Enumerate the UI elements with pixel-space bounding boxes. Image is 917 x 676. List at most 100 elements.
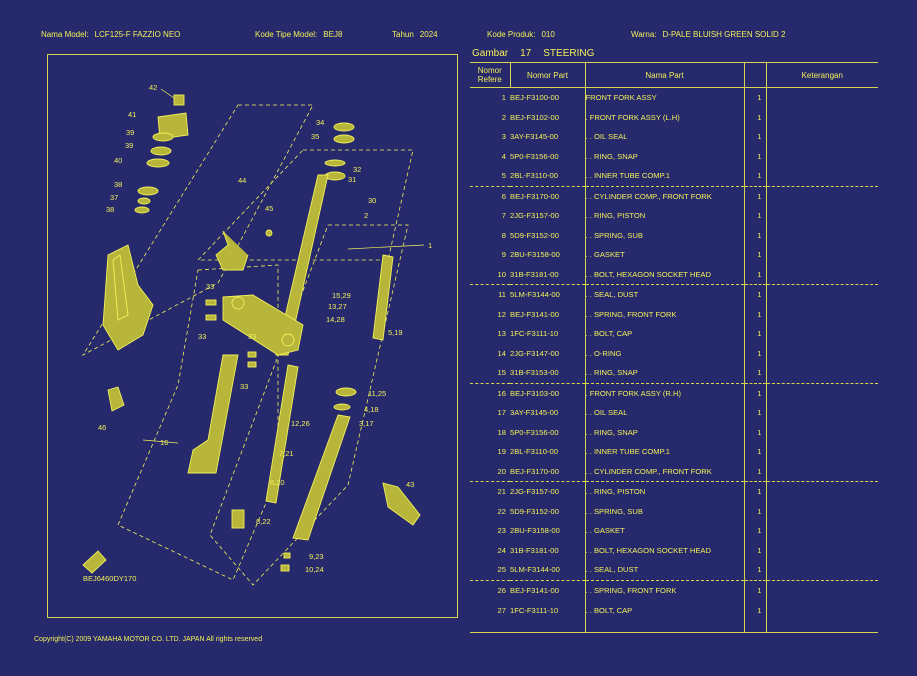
color-label: Warna: [631,30,657,39]
cell-ref-number: 10 [497,269,506,279]
cell-ref-number: 20 [497,466,506,476]
leader-42 [160,88,175,99]
cell-remarks [765,501,878,521]
cell-remarks [765,560,878,580]
cell-remarks [765,461,878,482]
callout: 42 [149,83,157,92]
cell-part-name: . . INNER TUBE COMP.1 [584,442,744,462]
part-37 [137,197,151,205]
cell-quantity: 1 [743,560,766,580]
cell-part-number: 5LM-F3144-00 [510,284,585,305]
cell-remarks [765,225,878,245]
cell-quantity: 1 [743,264,766,285]
callout: 39 [126,128,134,137]
part-42 [173,94,185,106]
fork-spring-left [265,364,299,504]
cell-remarks [765,304,878,324]
part-38b [134,206,150,214]
callout: 14,28 [326,315,345,324]
cell-quantity: 1 [743,442,766,462]
part-40 [146,158,170,168]
cell-part-number: 31B-F3181-00 [510,545,559,555]
year-value: 2024 [419,30,438,39]
cell-part-number: 3AY-F3145-00 [510,408,559,418]
callout: 35 [311,132,319,141]
part-39a [152,132,174,142]
part-8-22 [231,509,245,529]
part-39b [150,146,172,156]
cell-ref-number: 6 [470,185,510,206]
cell-ref-number: 3 [501,132,506,142]
model-type-label: Kode Tipe Model: [255,30,318,39]
cell-remarks [765,127,878,147]
part-4-18 [333,403,351,411]
cell-ref-number: 1 [501,93,506,103]
fork-lower-left [187,354,239,474]
cell-quantity: 1 [743,206,766,226]
cell-part-number: 1FC-F3111-10 [510,329,559,339]
cell-quantity: 1 [743,579,766,600]
section-label: Gambar [472,48,509,59]
exploded-diagram: BEJ6460DY170 42 41 39 39 40 38 37 38 44 … [47,54,458,618]
cell-part-number: 2BL-F3110-00 [510,447,558,457]
model-name-value: LCF125-F FAZZIO NEO [94,30,181,39]
part-10-24 [280,564,290,572]
callout: 16 [160,438,168,447]
cell-part-number: 5LM-F3144-00 [510,565,560,575]
cell-part-name: . . SPRING, FRONT FORK [584,304,744,324]
fork-bracket-rib [112,254,129,321]
callout: 5,19 [388,328,403,337]
bracket-boss-left [231,296,245,310]
cell-part-name: . . SPRING, FRONT FORK [584,579,744,600]
cell-remarks [765,422,878,442]
diagram-code: BEJ6460DY170 [83,574,136,583]
cell-quantity: 1 [743,127,766,147]
cell-remarks [765,481,878,502]
callout: 11,25 [368,389,386,398]
cell-part-number: BEJ-F3102-00 [510,112,559,122]
callout: 15,29 [332,291,351,300]
cell-quantity: 1 [743,363,766,383]
direction-arrow-icon [82,550,107,574]
parts-table: Nomor Refere Nomor Part Nama Part Ketera… [470,62,878,633]
cell-quantity: 1 [743,600,766,633]
header-model-type: Kode Tipe Model:BEJ8 [255,30,342,39]
callout: 7,21 [279,449,294,458]
cell-quantity: 1 [743,481,766,502]
cell-quantity: 1 [743,461,766,482]
cell-quantity: 1 [743,382,766,403]
cell-quantity: 1 [743,324,766,344]
cell-quantity: 1 [743,166,766,186]
cell-part-number: 2JG-F3157-00 [510,481,585,502]
callout: 9,23 [309,552,324,561]
